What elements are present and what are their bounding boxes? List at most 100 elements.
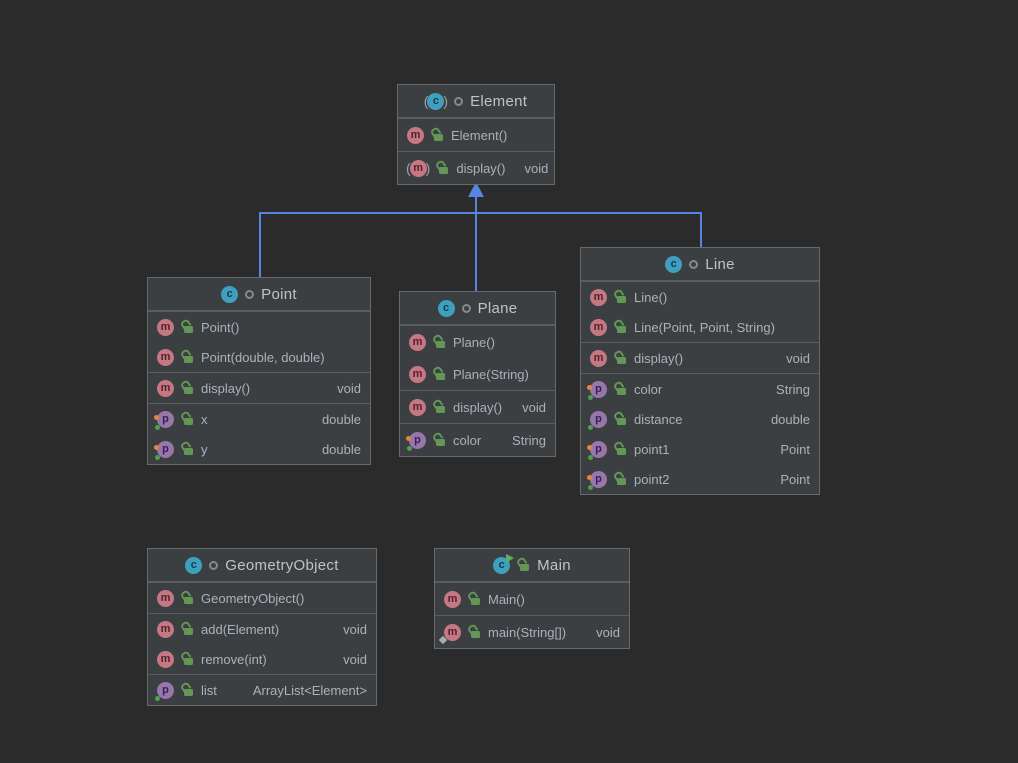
lock-icon [181, 350, 194, 364]
class-node-main[interactable]: c Main m Main() m main(String[]) void [434, 548, 630, 649]
member-row-constructor[interactable]: m Plane() [400, 326, 555, 358]
static-method-icon: m [438, 623, 461, 644]
member-row-field[interactable]: p point2 Point [581, 464, 819, 494]
field-icon: p [587, 440, 607, 460]
field-icon: p [406, 431, 426, 451]
class-header: c Main [435, 549, 629, 582]
member-row-constructor[interactable]: m Line(Point, Point, String) [581, 312, 819, 342]
member-row-field[interactable]: p color String [581, 374, 819, 404]
setter-dot-icon [406, 435, 411, 441]
class-header: c Point [148, 278, 370, 311]
member-label: Main() [488, 591, 525, 607]
member-row-method[interactable]: m display() void [581, 343, 819, 373]
member-row-constructor[interactable]: m Element() [398, 119, 554, 151]
member-label: color [634, 381, 663, 397]
method-icon: m [409, 333, 426, 351]
member-row-constructor[interactable]: m Point(double, double) [148, 342, 370, 372]
member-label: y [201, 441, 208, 457]
field-icon: p [588, 410, 607, 430]
member-row-field[interactable]: p distance double [581, 404, 819, 434]
member-row-method[interactable]: m remove(int) void [148, 644, 376, 674]
member-row-field[interactable]: p y double [148, 434, 370, 464]
member-label: Line(Point, Point, String) [634, 319, 775, 335]
field-section: p color String [400, 423, 555, 456]
method-icon: m [157, 589, 174, 607]
member-row-field[interactable]: p point1 Point [581, 434, 819, 464]
class-title: Point [261, 285, 297, 303]
getter-dot-icon [155, 695, 160, 701]
member-row-field[interactable]: p x double [148, 404, 370, 434]
member-label: Point() [201, 319, 240, 335]
constructor-section: m GeometryObject() [148, 582, 376, 613]
member-row-method[interactable]: ( m ) display() void [398, 152, 554, 184]
member-label: x [201, 411, 208, 427]
method-icon: m [409, 365, 426, 383]
class-node-point[interactable]: c Point m Point() m Point(double, double… [147, 277, 371, 465]
lock-icon [181, 591, 194, 605]
member-row-field[interactable]: p list ArrayList<Element> [148, 675, 376, 705]
field-icon: p [155, 681, 174, 701]
lock-icon [181, 622, 194, 636]
inheritance-edge-line-vertical [700, 212, 702, 247]
member-row-constructor[interactable]: m Plane(String) [400, 358, 555, 390]
member-type: void [524, 160, 549, 176]
lock-icon [181, 412, 194, 426]
member-label: Point(double, double) [201, 349, 325, 365]
method-icon: m [157, 348, 174, 366]
class-node-line[interactable]: c Line m Line() m Line(Point, Point, Str… [580, 247, 820, 495]
getter-dot-icon [155, 454, 160, 460]
lock-icon [517, 558, 530, 572]
method-icon: m [157, 318, 174, 336]
member-row-constructor[interactable]: m GeometryObject() [148, 583, 376, 613]
member-row-method[interactable]: m main(String[]) void [435, 616, 629, 648]
member-row-constructor[interactable]: m Main() [435, 583, 629, 615]
member-row-method[interactable]: m display() void [148, 373, 370, 403]
member-type: void [337, 380, 361, 396]
member-row-method[interactable]: m add(Element) void [148, 614, 376, 644]
method-icon: m [407, 126, 424, 144]
method-section: m add(Element) void m remove(int) void [148, 613, 376, 674]
class-title: Main [537, 556, 571, 574]
setter-dot-icon [154, 444, 159, 450]
constructor-section: m Main() [435, 582, 629, 615]
run-badge-icon [506, 553, 515, 563]
class-node-geometryobject[interactable]: c GeometryObject m GeometryObject() m ad… [147, 548, 377, 706]
member-row-method[interactable]: m display() void [400, 391, 555, 423]
member-type: Point [780, 441, 810, 457]
class-node-element[interactable]: ( c ) Element m Element() ( m ) [397, 84, 555, 185]
method-section: m display() void [581, 342, 819, 373]
member-row-constructor[interactable]: m Line() [581, 282, 819, 312]
field-icon: p [154, 440, 174, 460]
lock-icon [181, 442, 194, 456]
member-type: void [522, 399, 546, 415]
setter-dot-icon [587, 384, 592, 390]
member-row-field[interactable]: p color String [400, 424, 555, 456]
constructor-section: m Line() m Line(Point, Point, String) [581, 281, 819, 342]
member-type: void [343, 621, 367, 637]
member-type: void [343, 651, 367, 667]
getter-dot-icon [588, 454, 593, 460]
setter-dot-icon [587, 474, 592, 480]
inheritance-edge-point-vertical [259, 212, 261, 277]
lock-icon [436, 161, 449, 175]
package-visibility-icon [461, 303, 471, 313]
getter-dot-icon [588, 424, 593, 430]
class-icon: c [221, 285, 239, 303]
method-icon: m [590, 288, 607, 306]
member-label: display() [456, 160, 506, 176]
method-icon: m [444, 590, 461, 608]
field-section: p list ArrayList<Element> [148, 674, 376, 705]
lock-icon [433, 400, 446, 414]
getter-dot-icon [588, 394, 593, 400]
member-label: main(String[]) [488, 624, 567, 640]
class-node-plane[interactable]: c Plane m Plane() m Plane(String) m dis [399, 291, 556, 457]
method-icon: m [157, 620, 174, 638]
member-type: double [770, 411, 810, 427]
method-section: m display() void [148, 372, 370, 403]
method-section: m main(String[]) void [435, 615, 629, 648]
member-row-constructor[interactable]: m Point() [148, 312, 370, 342]
abstract-paren-close: ) [443, 93, 449, 109]
constructor-section: m Element() [398, 118, 554, 151]
getter-dot-icon [155, 424, 160, 430]
